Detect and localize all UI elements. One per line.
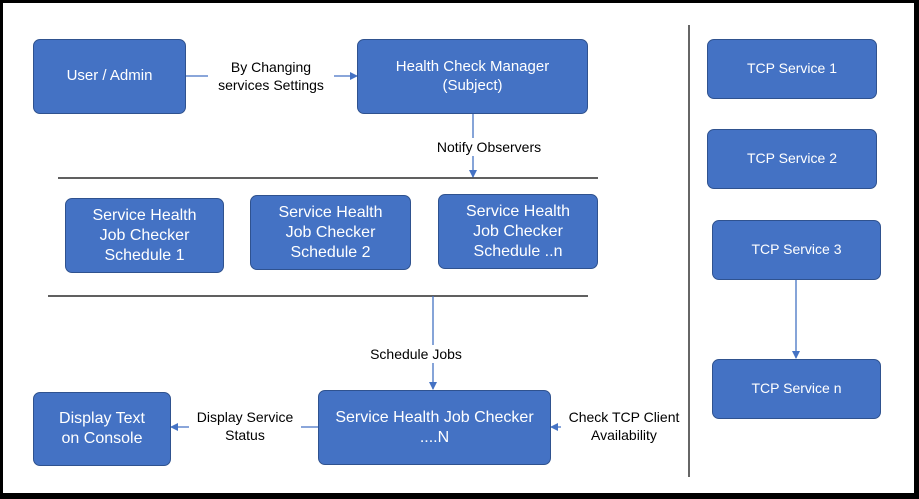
node-tcp-service-2: TCP Service 2 [707, 129, 877, 189]
node-job-checker-n: Service Health Job Checker ....N [318, 390, 551, 465]
node-schedule-2: Service Health Job Checker Schedule 2 [250, 195, 411, 270]
node-schedule-1: Service Health Job Checker Schedule 1 [65, 198, 224, 273]
edge-label-check-tcp-client: Check TCP Client Availability [561, 408, 687, 445]
node-display-console: Display Text on Console [33, 392, 171, 466]
node-tcp-service-n: TCP Service n [712, 359, 881, 419]
node-schedule-n: Service Health Job Checker Schedule ..n [438, 194, 598, 269]
edge-label-notify-observers: Notify Observers [423, 138, 555, 157]
node-user-admin: User / Admin [33, 39, 186, 114]
diagram-canvas: By Changing services Settings Notify Obs… [3, 3, 914, 493]
edge-label-schedule-jobs: Schedule Jobs [361, 345, 471, 364]
edge-label-by-changing-settings: By Changing services Settings [208, 58, 334, 95]
node-health-check-manager: Health Check Manager (Subject) [357, 39, 588, 114]
node-tcp-service-1: TCP Service 1 [707, 39, 877, 99]
node-tcp-service-3: TCP Service 3 [712, 220, 881, 280]
edge-label-display-service-status: Display Service Status [189, 408, 301, 445]
